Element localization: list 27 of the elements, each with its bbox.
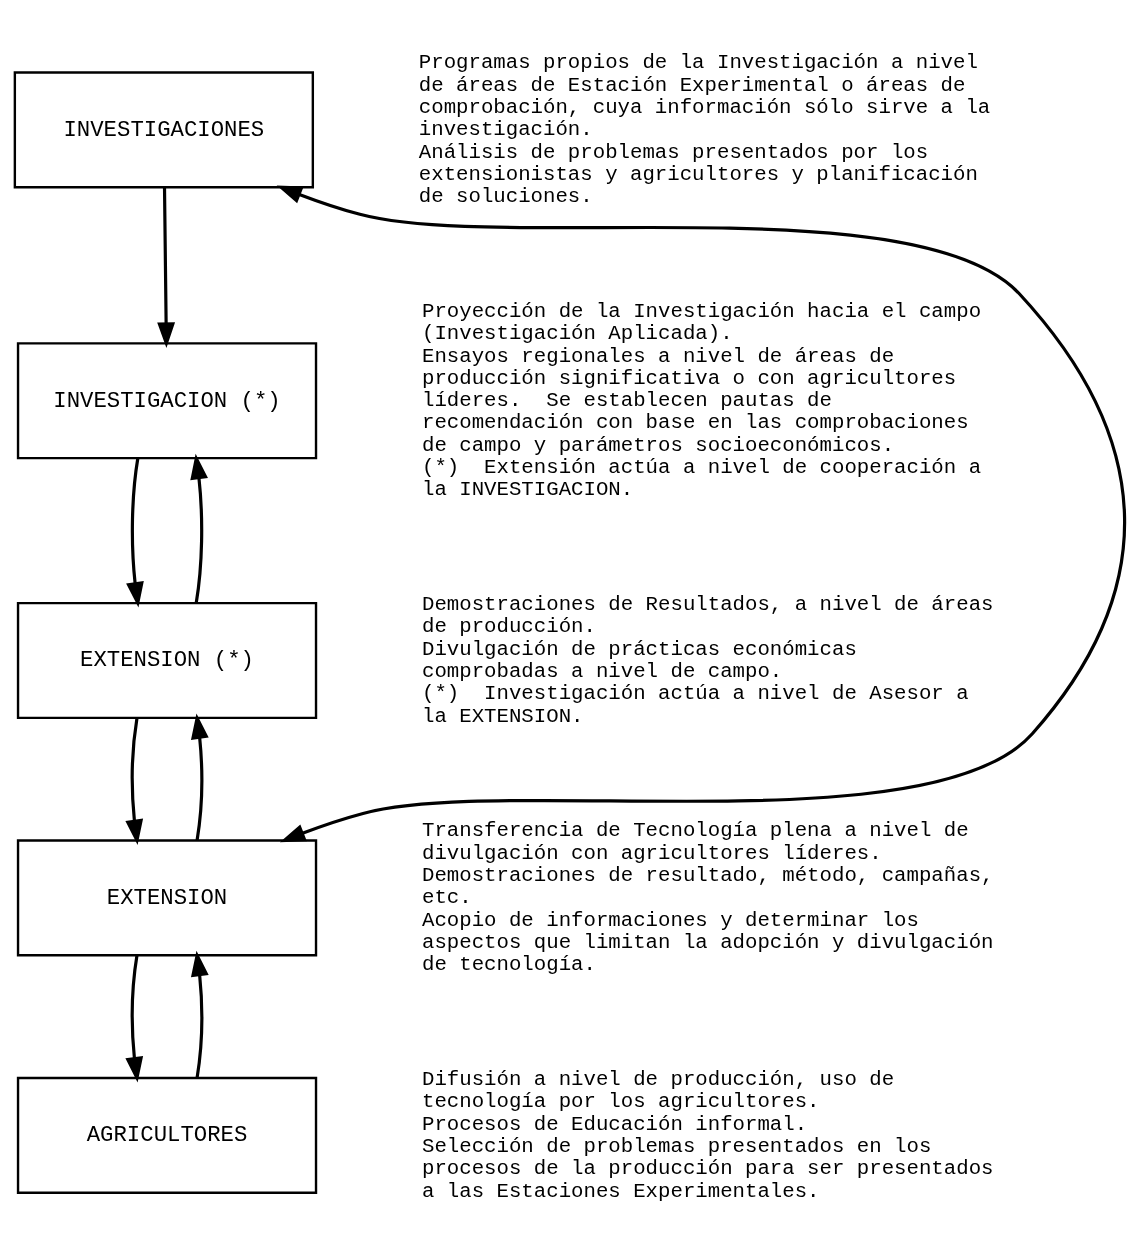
node-label: Ensayos regionales a nivel de áreas de producción significativa o con agricultores líderes. Se establecen pautas de recomendación con base en las comprobaciones de campo y parámetros socioeconómicos. [421, 344, 969, 457]
node-label: Procesos de Educación informal. [421, 1112, 808, 1136]
node-label: (*) Investigación actúa a nivel de Asesor a la EXTENSION. [421, 682, 969, 728]
node-box: EXTENSION [16, 839, 318, 957]
node-box: EXTENSION (*) [16, 601, 318, 720]
arrow [276, 185, 1126, 843]
arrow [190, 713, 209, 841]
node-label: Transferencia de Tecnología plena a nivel de divulgación con agricultores líderes. [421, 819, 969, 865]
node-box: AGRICULTORES [16, 1076, 318, 1194]
node-label: (*) Extensión actúa a nivel de cooperación a la INVESTIGACION. [421, 456, 982, 502]
arrow [190, 453, 208, 603]
node-box: INVESTIGACIONES [13, 71, 315, 189]
node-label: Proyección de la Investigación hacia el campo (Investigación Aplicada). [421, 299, 982, 346]
node-label: Análisis de problemas presentados por los extensionistas y agricultores y planificación de soluciones. [418, 140, 978, 209]
node-label: Difusión a nivel de producción, uso de tecnología por los agricultores. [421, 1067, 895, 1114]
arrow [126, 458, 144, 608]
arrow [190, 950, 209, 1078]
arrow [157, 187, 176, 348]
node-label: Divulgación de prácticas económicas comprobadas a nivel de campo. [421, 637, 857, 684]
arrow [125, 955, 144, 1083]
node-label: Demostraciones de resultado, método, campañas, etc. [421, 864, 994, 910]
node-box: INVESTIGACION (*) [16, 342, 318, 460]
arrow [125, 717, 144, 846]
node-label: Programas propios de la Investigación a nivel de áreas de Estación Experimental o áreas de comprobación, cuya información sólo sirve a la investigación. [418, 51, 991, 142]
node-label: Acopio de informaciones y determinar los aspectos que limitan la adopción y divulgación de tecnología. [421, 908, 994, 977]
node-label: Demostraciones de Resultados, a nivel de áreas de producción. [421, 593, 994, 639]
node-label: Selección de problemas presentados en los procesos de la producción para ser presentados a las Estaciones Experimentales. [421, 1134, 994, 1203]
